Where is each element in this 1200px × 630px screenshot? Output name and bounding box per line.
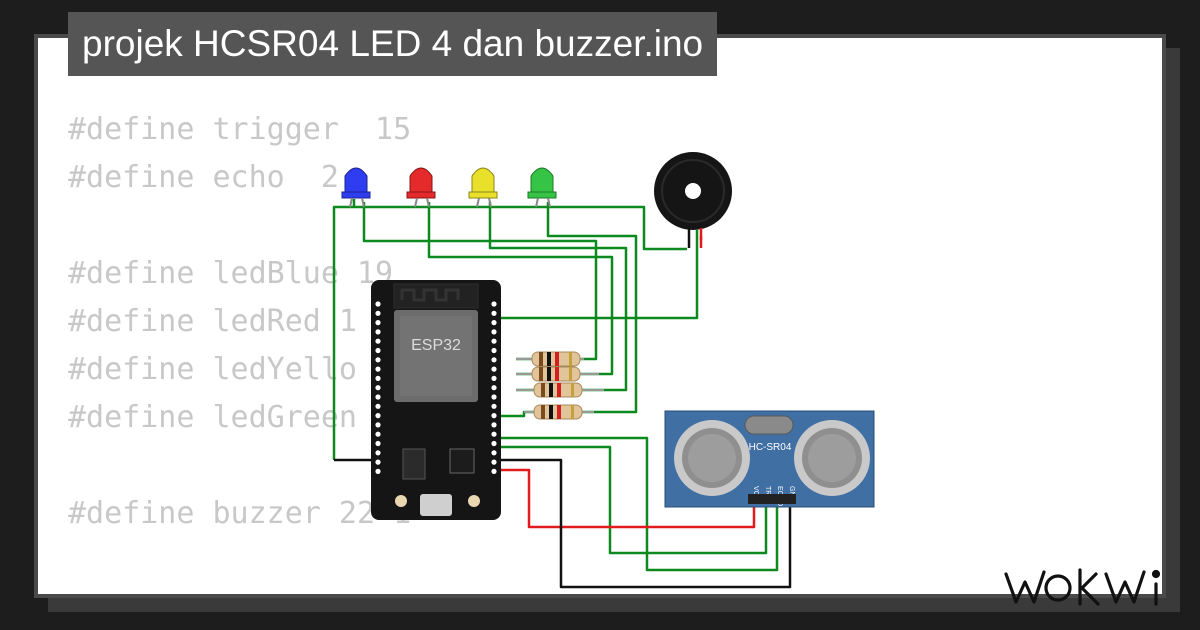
board-pin xyxy=(375,357,381,363)
resistor[interactable] xyxy=(524,404,594,420)
board-pin xyxy=(375,301,381,307)
code-line: #define echo 2 xyxy=(68,160,339,195)
page-title: projek HCSR04 LED 4 dan buzzer.ino xyxy=(68,12,718,76)
board-pin xyxy=(491,338,497,344)
board-pin xyxy=(491,422,497,428)
code-line: #define ledRed 1 xyxy=(68,304,357,339)
board-pin xyxy=(491,459,497,465)
board-pin xyxy=(375,375,381,381)
board-pin xyxy=(491,431,497,437)
board-pin xyxy=(491,329,497,335)
board-pin xyxy=(375,366,381,372)
board-pin xyxy=(375,310,381,316)
code-line: #define ledBlue 19 xyxy=(68,256,394,291)
wire-echo xyxy=(494,445,768,555)
wire-vcc xyxy=(494,468,756,529)
code-line: long d xyxy=(68,586,411,594)
sensor-label: HC-SR04 xyxy=(749,442,792,453)
hc-sr04-sensor[interactable]: HC-SR04 VCC TRIG ECHO GND xyxy=(664,410,875,508)
board-pin xyxy=(375,413,381,419)
buzzer[interactable] xyxy=(654,152,732,248)
preview-frame: #define trigger 15 #define echo 2 #define … xyxy=(34,34,1166,598)
board-pin xyxy=(491,366,497,372)
board-pin xyxy=(375,403,381,409)
board-pin xyxy=(491,347,497,354)
resistor[interactable] xyxy=(516,351,584,367)
board-pin xyxy=(375,450,381,456)
board-pin xyxy=(375,338,381,344)
board-pin xyxy=(491,403,497,409)
led-blue[interactable] xyxy=(341,167,371,208)
wire-led-green xyxy=(494,202,638,418)
board-pin xyxy=(491,413,497,419)
board-pin xyxy=(491,468,497,474)
code-line: #define ledYello xyxy=(68,352,357,387)
board-pin xyxy=(375,394,381,400)
board-pin xyxy=(491,394,497,400)
code-line: #define buzzer 22 1 xyxy=(68,496,412,531)
resistor[interactable] xyxy=(516,382,604,398)
code-background: #define trigger 15 #define echo 2 #define … xyxy=(68,106,412,594)
resistor[interactable] xyxy=(516,366,599,382)
led-yellow[interactable] xyxy=(468,167,498,208)
board-label: ESP32 xyxy=(411,337,461,354)
board-pin xyxy=(375,431,381,437)
board-pin xyxy=(375,320,381,326)
board-pin xyxy=(491,375,497,381)
sensor-pin-label: VCC xyxy=(752,486,759,501)
led-green[interactable] xyxy=(527,167,557,208)
board-pin xyxy=(491,385,497,391)
wire-trig xyxy=(494,436,779,572)
board-pin xyxy=(491,310,497,316)
board-pin xyxy=(375,385,381,391)
wire-buzzer-signal xyxy=(494,230,699,320)
circuit-diagram: ESP32 HC-SR04 VCC TRIG ECHO GND xyxy=(332,152,875,589)
board-pin xyxy=(375,440,381,447)
board-pin xyxy=(375,422,381,428)
wire-gnd xyxy=(494,458,792,589)
board-pin xyxy=(375,329,381,335)
board-pin xyxy=(491,301,497,307)
board-pin xyxy=(491,450,497,456)
wire-buzzer-gnd xyxy=(332,205,687,460)
led-red[interactable] xyxy=(406,167,436,208)
board-pin xyxy=(375,468,381,474)
sensor-pin-label: GND xyxy=(788,486,795,502)
board-pin xyxy=(491,357,497,363)
code-line: #define trigger 15 xyxy=(68,112,412,147)
wokwi-logo[interactable] xyxy=(1000,560,1178,612)
esp32-board[interactable]: ESP32 xyxy=(371,280,501,520)
board-pin xyxy=(375,347,381,354)
board-pin xyxy=(491,320,497,326)
board-pin xyxy=(375,459,381,465)
board-pin xyxy=(491,440,497,447)
